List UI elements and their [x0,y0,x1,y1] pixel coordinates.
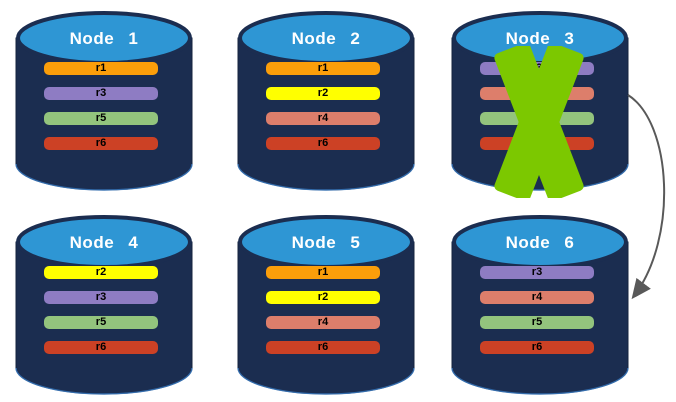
replica-bar: r1 [266,62,380,75]
replica-label: r2 [95,266,107,278]
replica-label: r5 [531,112,543,124]
replica-list: r1 r2 r4 r6 [266,62,380,162]
node-title: Node 5 [291,233,361,252]
replica-bar: r6 [266,137,380,150]
replica-bar: r1 [44,62,158,75]
node-6-cylinder: Node 6 r3 r4 r5 r6 [449,210,631,402]
replica-list: r1 r2 r4 r6 [266,266,380,366]
replica-bar: r3 [44,291,158,304]
replica-label: r1 [317,266,329,278]
replica-bar: r5 [480,112,594,125]
replica-label: r5 [95,316,107,328]
replica-label: r3 [531,62,543,74]
replica-label: r2 [317,87,329,99]
replica-label: r3 [531,266,543,278]
replica-label: r2 [317,291,329,303]
replica-bar: r3 [480,266,594,279]
replica-bar: r4 [266,316,380,329]
node-3-cylinder: Node 3 r3 r4 r5 r6 [449,6,631,198]
replica-label: r6 [317,137,329,149]
node-1-cylinder: Node 1 r1 r3 r5 r6 [13,6,195,198]
replica-bar: r3 [480,62,594,75]
node-title: Node 4 [69,233,139,252]
replica-list: r3 r4 r5 r6 [480,62,594,162]
replica-label: r6 [95,341,107,353]
replica-label: r6 [317,341,329,353]
replica-bar: r2 [266,87,380,100]
node-title: Node 2 [291,29,361,48]
replica-bar: r1 [266,266,380,279]
replica-list: r1 r3 r5 r6 [44,62,158,162]
replica-bar: r4 [480,291,594,304]
replica-bar: r5 [44,316,158,329]
replica-label: r5 [95,112,107,124]
replica-bar: r6 [480,341,594,354]
replica-label: r5 [531,316,543,328]
replica-bar: r4 [266,112,380,125]
node-title: Node 3 [505,29,575,48]
node-title: Node 6 [505,233,575,252]
node-title: Node 1 [69,29,139,48]
replica-bar: r5 [44,112,158,125]
node-5-cylinder: Node 5 r1 r2 r4 r6 [235,210,417,402]
replica-label: r6 [95,137,107,149]
replica-bar: r6 [266,341,380,354]
node-4-cylinder: Node 4 r2 r3 r5 r6 [13,210,195,402]
replica-label: r4 [531,291,543,303]
node-2-cylinder: Node 2 r1 r2 r4 r6 [235,6,417,198]
replica-label: r4 [317,112,329,124]
replica-label: r4 [531,87,543,99]
replica-bar: r5 [480,316,594,329]
replica-label: r4 [317,316,329,328]
replica-bar: r6 [44,341,158,354]
replica-label: r6 [531,341,543,353]
replica-list: r2 r3 r5 r6 [44,266,158,366]
replica-list: r3 r4 r5 r6 [480,266,594,366]
replica-bar: r2 [266,291,380,304]
replica-bar: r6 [44,137,158,150]
replica-label: r1 [317,62,329,74]
replica-label: r3 [95,87,107,99]
replica-bar: r6 [480,137,594,150]
replica-bar: r3 [44,87,158,100]
replica-label: r6 [531,137,543,149]
replica-bar: r2 [44,266,158,279]
replica-bar: r4 [480,87,594,100]
replica-label: r3 [95,291,107,303]
replica-label: r1 [95,62,107,74]
